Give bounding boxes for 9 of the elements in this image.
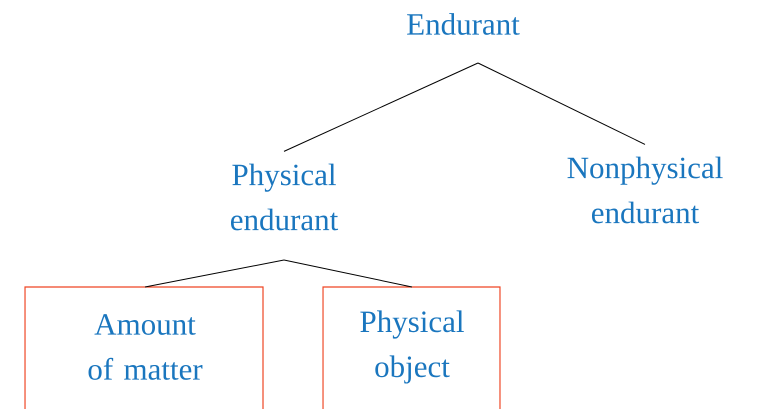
tree-line (144, 260, 284, 288)
category-box: Amount of matter (24, 286, 264, 409)
category-label: Physical endurant (230, 164, 338, 230)
category-box: Physical object (322, 286, 501, 409)
category-label: Nonphysical endurant (568, 156, 723, 224)
tree-line (478, 62, 646, 145)
tree-line (284, 62, 478, 152)
tree-line (284, 260, 412, 288)
category-label: Endurant (407, 13, 520, 35)
